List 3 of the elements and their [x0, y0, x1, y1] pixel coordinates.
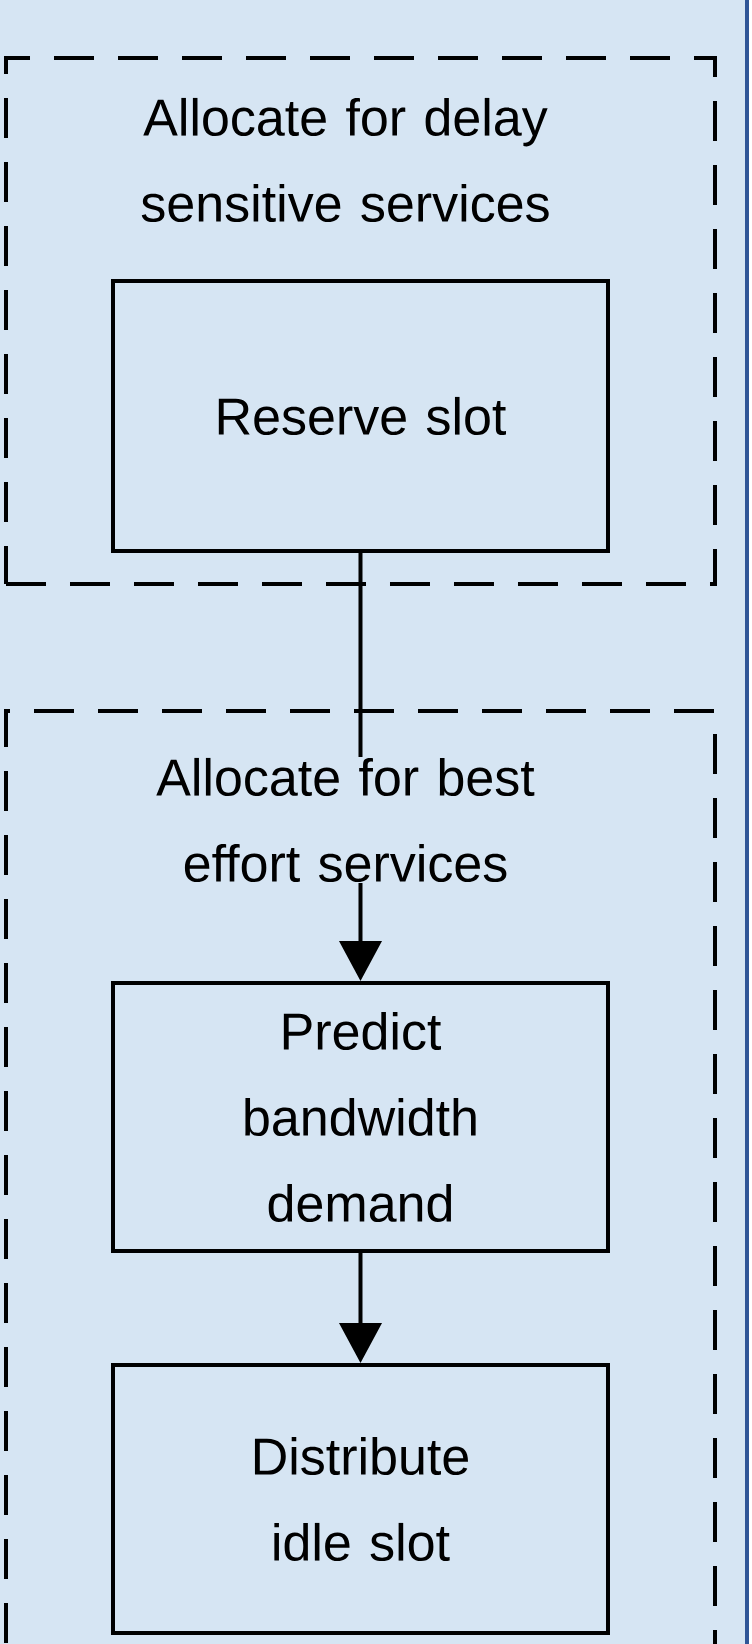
process-box: Distribute idle slot — [111, 1363, 610, 1635]
process-box: Reserve slot — [111, 279, 610, 553]
process-box: Predict bandwidth demand — [111, 981, 610, 1253]
